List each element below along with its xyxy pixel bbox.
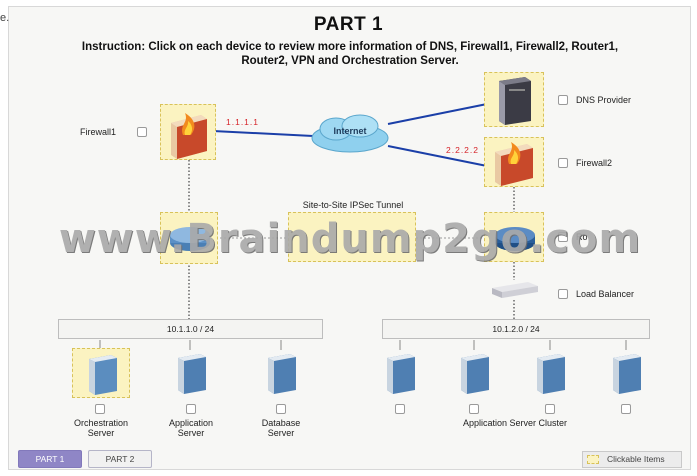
dns-server-icon: [499, 77, 531, 125]
orchestration-label-line1: Orchestration: [73, 418, 129, 428]
router-icon: [495, 227, 535, 251]
router2-label: Ro: [576, 232, 588, 242]
internet-label: Internet: [333, 126, 367, 136]
application-label-line2: Server: [177, 428, 205, 438]
link-internet-dns: [387, 103, 488, 125]
link-firewall1-internet: [212, 130, 314, 137]
router-icon: [170, 227, 210, 251]
router2-device[interactable]: [484, 212, 544, 262]
router1-device[interactable]: [160, 212, 218, 264]
firewall2-label: Firewall2: [576, 158, 613, 168]
corner-mark: e.: [0, 12, 10, 24]
cluster-server-4-checkbox[interactable]: [621, 404, 631, 414]
subnet-left: 10.1.1.0 / 24: [58, 319, 323, 339]
server-icon: [537, 354, 565, 394]
instruction-text: Instruction: Click on each device to rev…: [81, 41, 619, 67]
firewall1-device[interactable]: [160, 104, 216, 160]
server-icon: [178, 354, 206, 394]
clickable-items-label: Clickable Items: [607, 454, 665, 464]
orchestration-server-label: Orchestration Server: [60, 418, 142, 438]
load-balancer-checkbox[interactable]: [558, 289, 568, 299]
firewall-icon: [171, 113, 207, 159]
server-icon: [89, 355, 117, 395]
cloud-icon: [311, 114, 389, 153]
database-server-label: Database Server: [240, 418, 322, 438]
server-icon: [268, 354, 296, 394]
cluster-server-3-checkbox[interactable]: [545, 404, 555, 414]
dns-provider-checkbox[interactable]: [558, 95, 568, 105]
cluster-server-1[interactable]: [372, 348, 428, 398]
tunnel-label: Site-to-Site IPSec Tunnel: [302, 200, 404, 210]
cluster-server-2[interactable]: [446, 348, 502, 398]
database-server-device[interactable]: [252, 348, 310, 398]
clickable-items-legend: Clickable Items: [582, 451, 682, 468]
cluster-label: Application Server Cluster: [462, 418, 568, 428]
vpn-tunnel-box[interactable]: [288, 212, 416, 262]
database-label-line1: Database: [261, 418, 301, 428]
database-label-line2: Server: [267, 428, 295, 438]
application-server-device[interactable]: [162, 348, 220, 398]
application-server-label: Application Server: [150, 418, 232, 438]
page-title: PART 1: [313, 14, 384, 35]
load-balancer-label: Load Balancer: [576, 289, 635, 299]
load-balancer-icon: [492, 282, 538, 298]
orchestration-server-checkbox[interactable]: [95, 404, 105, 414]
cluster-server-4[interactable]: [598, 348, 654, 398]
server-icon: [613, 354, 641, 394]
server-icon: [387, 354, 415, 394]
application-server-checkbox[interactable]: [186, 404, 196, 414]
tab-part1[interactable]: PART 1: [18, 450, 82, 468]
firewall1-ip: 1.1.1.1: [226, 117, 259, 127]
tab-part2[interactable]: PART 2: [88, 450, 152, 468]
firewall2-checkbox[interactable]: [558, 158, 568, 168]
router2-checkbox[interactable]: [558, 232, 568, 242]
database-server-checkbox[interactable]: [276, 404, 286, 414]
cluster-server-1-checkbox[interactable]: [395, 404, 405, 414]
orchestration-label-line2: Server: [87, 428, 115, 438]
clickable-swatch-icon: [587, 455, 599, 464]
firewall1-checkbox[interactable]: [137, 127, 147, 137]
subnet-right: 10.1.2.0 / 24: [382, 319, 650, 339]
cluster-server-3[interactable]: [522, 348, 578, 398]
firewall1-label: Firewall1: [80, 127, 117, 137]
firewall2-device[interactable]: [484, 137, 544, 187]
orchestration-server-device[interactable]: [72, 348, 130, 398]
firewall2-ip: 2.2.2.2: [446, 145, 479, 155]
internet-cloud: [308, 112, 392, 156]
link-internet-firewall2: [387, 145, 488, 167]
server-icon: [461, 354, 489, 394]
load-balancer-device[interactable]: [488, 278, 542, 302]
dns-provider-device[interactable]: [484, 72, 544, 127]
watermark-text: www.Braindump2go.com: [58, 216, 642, 262]
firewall-icon: [495, 142, 533, 186]
application-label-line1: Application: [168, 418, 214, 428]
cluster-server-2-checkbox[interactable]: [469, 404, 479, 414]
dns-provider-label: DNS Provider: [576, 95, 632, 105]
